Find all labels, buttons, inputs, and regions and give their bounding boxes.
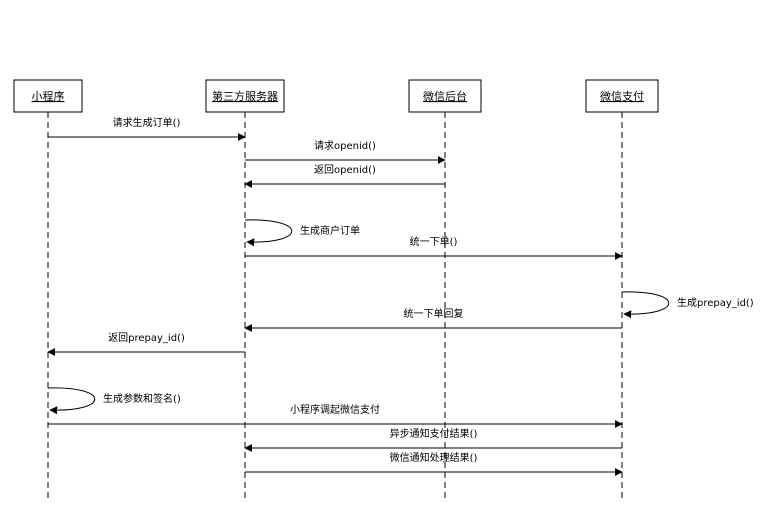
message-label: 微信通知处理结果()	[390, 451, 478, 464]
message-2: 请求openid()	[245, 139, 446, 164]
message-12: 微信通知处理结果()	[245, 451, 623, 476]
actor-box	[13, 79, 83, 113]
self-message-arrow	[621, 291, 670, 319]
message-label: 生成商户订单	[300, 224, 360, 237]
self-message-arrow	[47, 387, 96, 415]
actor-wechat_backend: 微信后台	[408, 79, 482, 113]
actor-box	[205, 79, 285, 113]
actor-label: 第三方服务器	[212, 89, 278, 103]
message-7: 统一下单回复	[244, 307, 622, 332]
message-11: 异步通知支付结果()	[244, 427, 622, 452]
actor-box	[408, 79, 482, 113]
message-label: 生成参数和签名()	[103, 392, 181, 405]
message-label: 请求openid()	[314, 139, 376, 152]
actor-miniprogram: 小程序	[13, 79, 83, 113]
self-message-arrow	[244, 219, 293, 247]
message-label: 异步通知支付结果()	[390, 427, 478, 440]
actor-server: 第三方服务器	[205, 79, 285, 113]
message-8: 返回prepay_id()	[47, 332, 245, 356]
message-label: 生成prepay_id()	[677, 296, 754, 309]
message-label: 小程序调起微信支付	[290, 403, 380, 416]
actor-label: 小程序	[32, 89, 65, 103]
message-6: 生成prepay_id()	[621, 291, 754, 319]
message-label: 请求生成订单()	[113, 116, 181, 129]
actor-box	[585, 79, 659, 113]
message-10: 小程序调起微信支付	[48, 403, 623, 428]
actors: 小程序 第三方服务器 微信后台 微信支付	[13, 79, 659, 113]
message-9: 生成参数和签名()	[47, 387, 181, 415]
message-4: 生成商户订单	[244, 219, 360, 247]
message-3: 返回openid()	[244, 164, 445, 188]
actor-wechat_pay: 微信支付	[585, 79, 659, 113]
messages: 请求生成订单() 请求openid() 返回openid() 生成商户订单统一下单()…	[47, 116, 754, 476]
message-5: 统一下单()	[245, 235, 623, 260]
message-label: 统一下单()	[410, 235, 458, 248]
lifelines	[47, 112, 623, 500]
message-label: 返回openid()	[314, 164, 376, 176]
actor-label: 微信后台	[423, 89, 467, 103]
actor-label: 微信支付	[600, 89, 644, 103]
message-label: 统一下单回复	[404, 307, 464, 320]
message-label: 返回prepay_id()	[108, 332, 185, 344]
message-1: 请求生成订单()	[48, 116, 246, 141]
